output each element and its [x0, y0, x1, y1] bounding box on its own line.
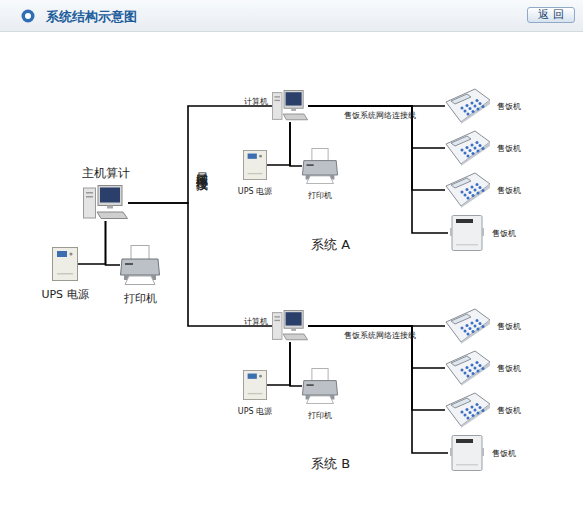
pos-terminal: 售饭机 — [445, 350, 491, 386]
pos-terminal-icon — [446, 131, 490, 166]
device-label: UPS 电源 — [238, 186, 272, 197]
network-cable — [128, 106, 272, 203]
network-cable — [290, 342, 302, 386]
device-label: 售饭机 — [497, 363, 521, 374]
computer-icon — [272, 310, 307, 339]
device-label: 售饭机 — [497, 405, 521, 416]
ups-device: UPS 电源 — [243, 370, 267, 400]
pos-cabinet-icon — [450, 436, 484, 471]
pos-cabinet: 售饭机 — [448, 214, 486, 252]
bullet-ring — [22, 10, 35, 23]
page-title: 系统结构示意图 — [46, 8, 137, 26]
network-line-label: 售饭系统网络连接线 — [344, 330, 416, 341]
printer-device: 打印机 — [302, 368, 338, 404]
pos-terminal-icon — [446, 173, 490, 208]
device-label: 售饭机 — [497, 185, 521, 196]
pos-terminal-icon — [446, 89, 490, 124]
ups-icon — [243, 370, 266, 399]
return-button: 返 回 — [527, 7, 575, 23]
device-label: 计算机 — [244, 316, 268, 327]
ups-device: UPS 电源 — [52, 247, 78, 281]
system-label: 系统 B — [311, 455, 350, 473]
device-label: 打印机 — [124, 291, 157, 306]
system-label: 系统 A — [311, 236, 350, 254]
pos-cabinet: 售饭机 — [448, 434, 486, 472]
network-cable — [267, 122, 290, 165]
pos-terminal: 售饭机 — [445, 392, 491, 428]
pos-cabinet-icon — [450, 216, 484, 251]
pos-terminal: 售饭机 — [445, 130, 491, 166]
printer-icon — [302, 368, 337, 403]
network-line-label: 售饭系统网络连接线 — [344, 110, 416, 121]
printer-device: 打印机 — [302, 148, 338, 184]
device-label: 售饭机 — [497, 101, 521, 112]
bullet-center — [25, 13, 31, 19]
network-cable — [308, 326, 445, 368]
host-computer: 主机算计 — [83, 185, 128, 221]
network-cable — [308, 106, 445, 148]
ups-icon — [53, 248, 78, 281]
pos-terminal: 售饭机 — [445, 308, 491, 344]
network-cable — [267, 342, 290, 385]
pos-terminal: 售饭机 — [445, 88, 491, 124]
device-label: UPS 电源 — [238, 406, 272, 417]
device-label: 售饭机 — [492, 448, 516, 459]
printer-icon — [121, 246, 160, 285]
device-label: 售饭机 — [497, 321, 521, 332]
network-cable — [106, 221, 121, 265]
computer-icon — [272, 90, 307, 119]
network-cable — [78, 221, 106, 264]
printer-icon — [302, 148, 337, 183]
pos-terminal-icon — [446, 393, 490, 428]
client-computer: 计算机 — [272, 310, 308, 342]
pos-terminal: 售饭机 — [445, 172, 491, 208]
device-label: 售饭机 — [492, 228, 516, 239]
computer-icon — [84, 186, 128, 219]
device-label: 主机算计 — [82, 165, 130, 182]
ups-device: UPS 电源 — [243, 150, 267, 180]
device-label: 计算机 — [244, 96, 268, 107]
device-label: UPS 电源 — [41, 287, 88, 302]
device-label: 售饭机 — [497, 143, 521, 154]
lan-line-label: 局域网络连接线 — [193, 163, 210, 170]
device-label: 打印机 — [308, 410, 332, 421]
printer-device: 打印机 — [120, 245, 160, 285]
device-label: 打印机 — [308, 190, 332, 201]
network-cable — [290, 122, 302, 166]
client-computer: 计算机 — [272, 90, 308, 122]
pos-terminal-icon — [446, 309, 490, 344]
ups-icon — [243, 150, 266, 179]
pos-terminal-icon — [446, 351, 490, 386]
